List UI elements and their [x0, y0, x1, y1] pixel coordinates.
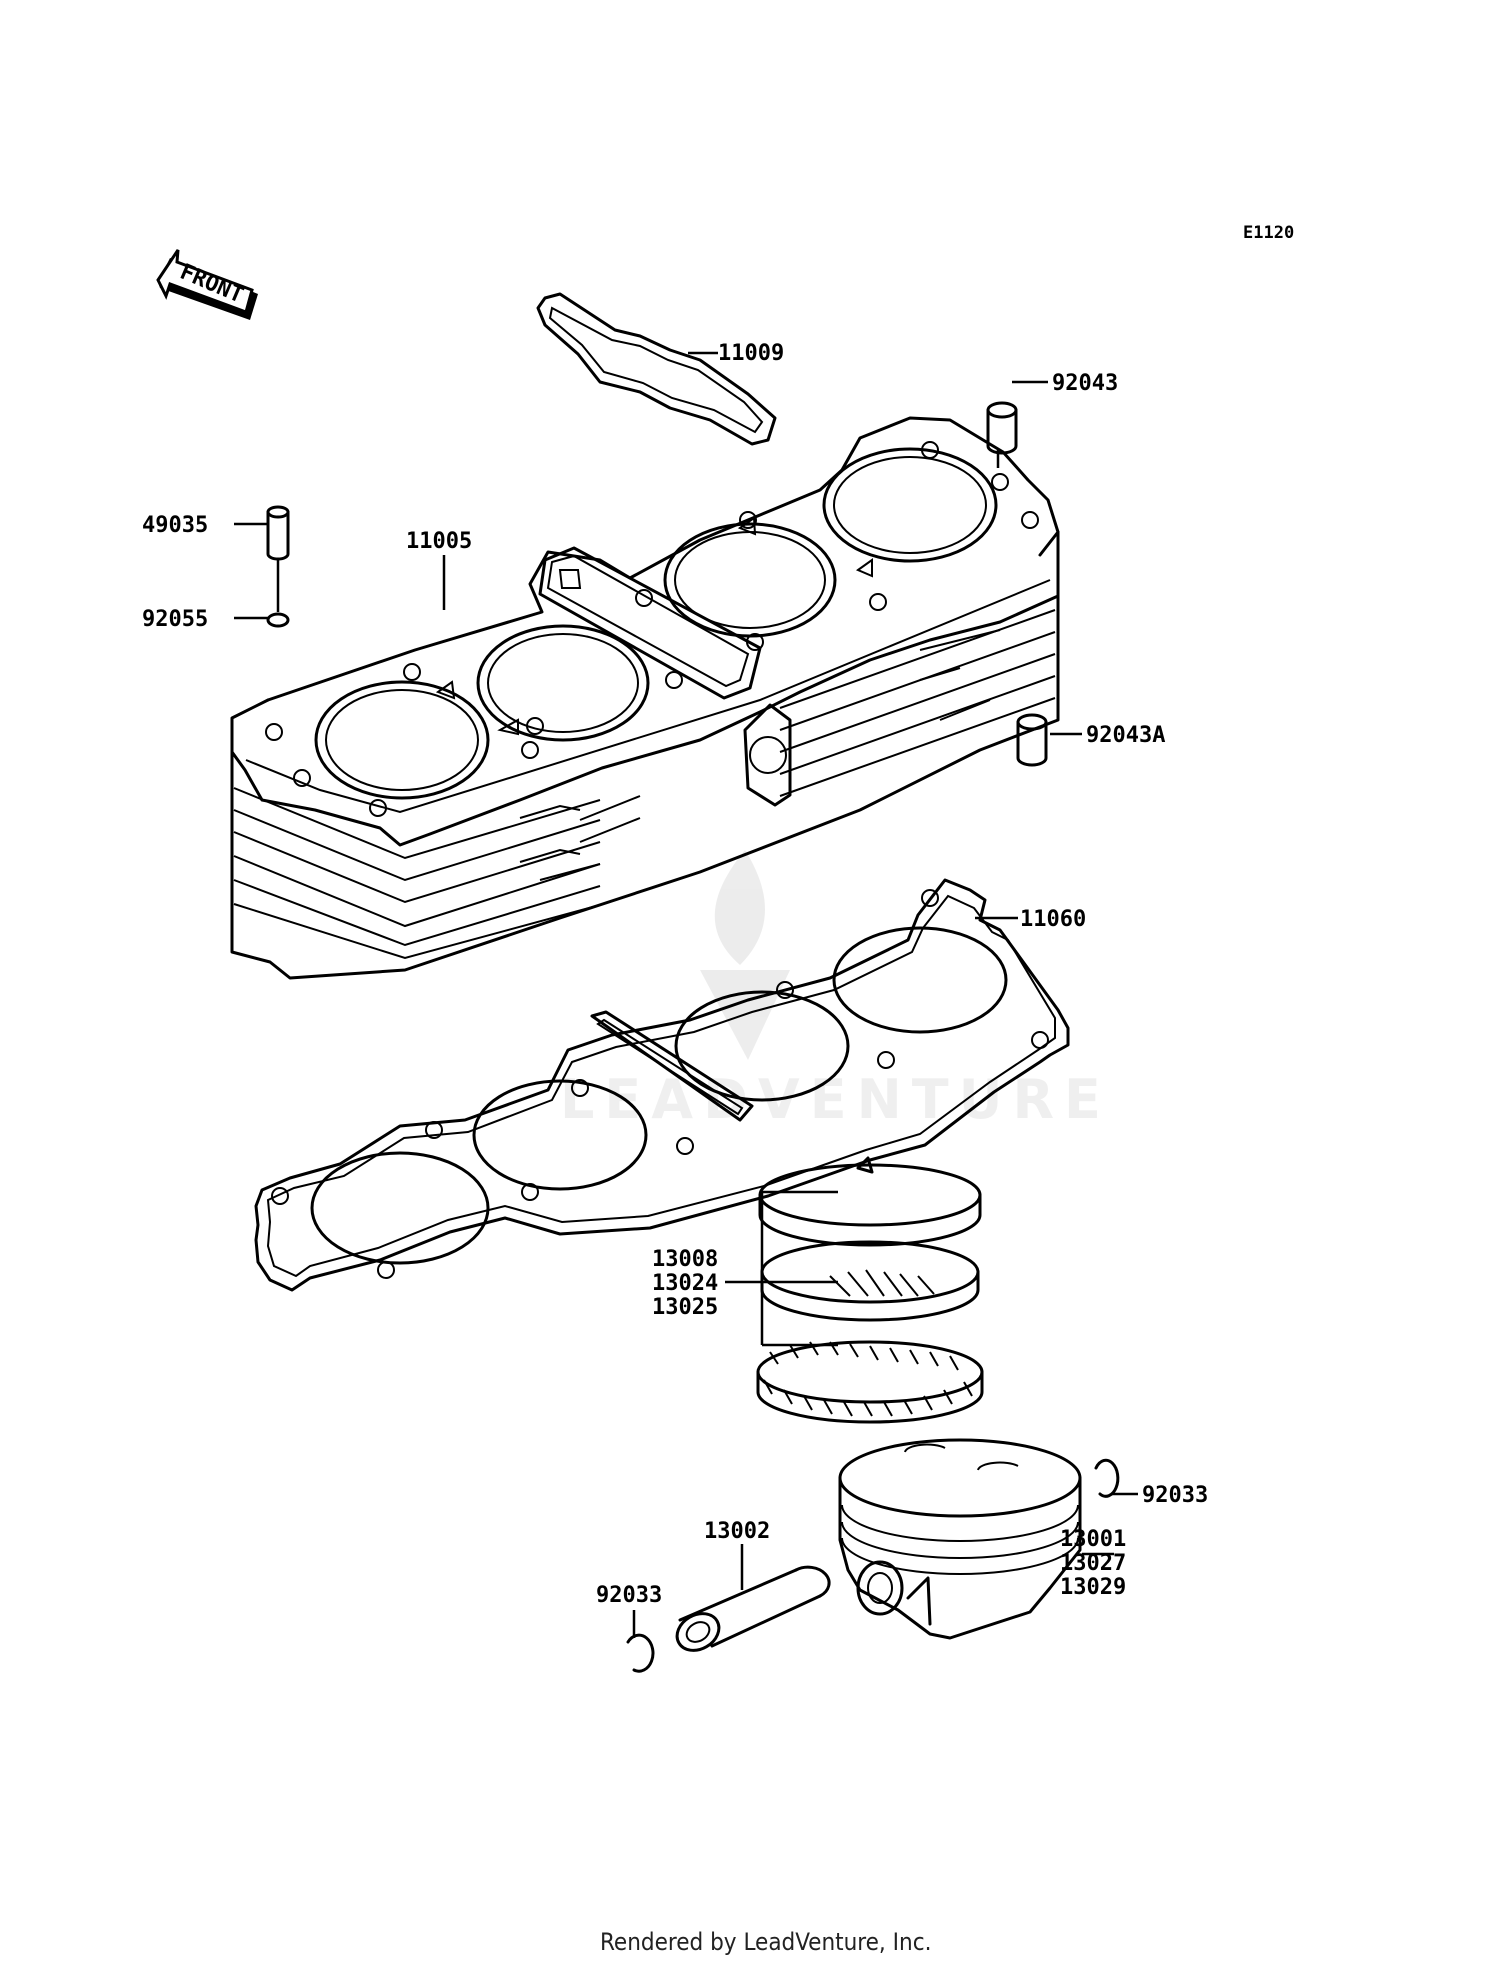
circlip-92033-right — [1094, 1458, 1120, 1498]
callout-13029: 13029 — [1060, 1575, 1126, 1600]
dowel-92043a — [1016, 713, 1048, 767]
callout-92043a: 92043A — [1086, 723, 1165, 748]
callout-11009: 11009 — [718, 341, 784, 366]
callout-13008: 13008 — [652, 1247, 718, 1272]
callout-13027: 13027 — [1060, 1551, 1126, 1576]
dowel-92043 — [986, 401, 1018, 455]
cylinder-block-11005 — [230, 416, 1060, 980]
callout-92033-right: 92033 — [1142, 1483, 1208, 1508]
diagram-code: E1120 — [1243, 223, 1294, 243]
leader-lines — [234, 351, 1138, 1638]
callout-11005: 11005 — [406, 529, 472, 554]
base-gasket-11060 — [254, 878, 1070, 1292]
oring-92055 — [266, 612, 290, 628]
front-arrow-icon: FRONT — [156, 249, 258, 320]
head-cover-gasket-11009 — [536, 292, 777, 446]
callout-11060: 11060 — [1020, 907, 1086, 932]
callout-13024: 13024 — [652, 1271, 718, 1296]
piston-pin-13002 — [675, 1565, 831, 1652]
footer-credit: Rendered by LeadVenture, Inc. — [600, 1928, 931, 1956]
callout-92043: 92043 — [1052, 371, 1118, 396]
piston — [838, 1438, 1082, 1640]
circlip-92033-left — [626, 1633, 655, 1673]
watermark-logo — [700, 850, 790, 1060]
spacer-49035 — [266, 505, 290, 561]
callout-13002: 13002 — [704, 1519, 770, 1544]
piston-rings — [756, 1156, 984, 1424]
callout-92033-left: 92033 — [596, 1583, 662, 1608]
callout-92055: 92055 — [142, 607, 208, 632]
callout-13001: 13001 — [1060, 1527, 1126, 1552]
callout-49035: 49035 — [142, 513, 208, 538]
callout-13025: 13025 — [652, 1295, 718, 1320]
